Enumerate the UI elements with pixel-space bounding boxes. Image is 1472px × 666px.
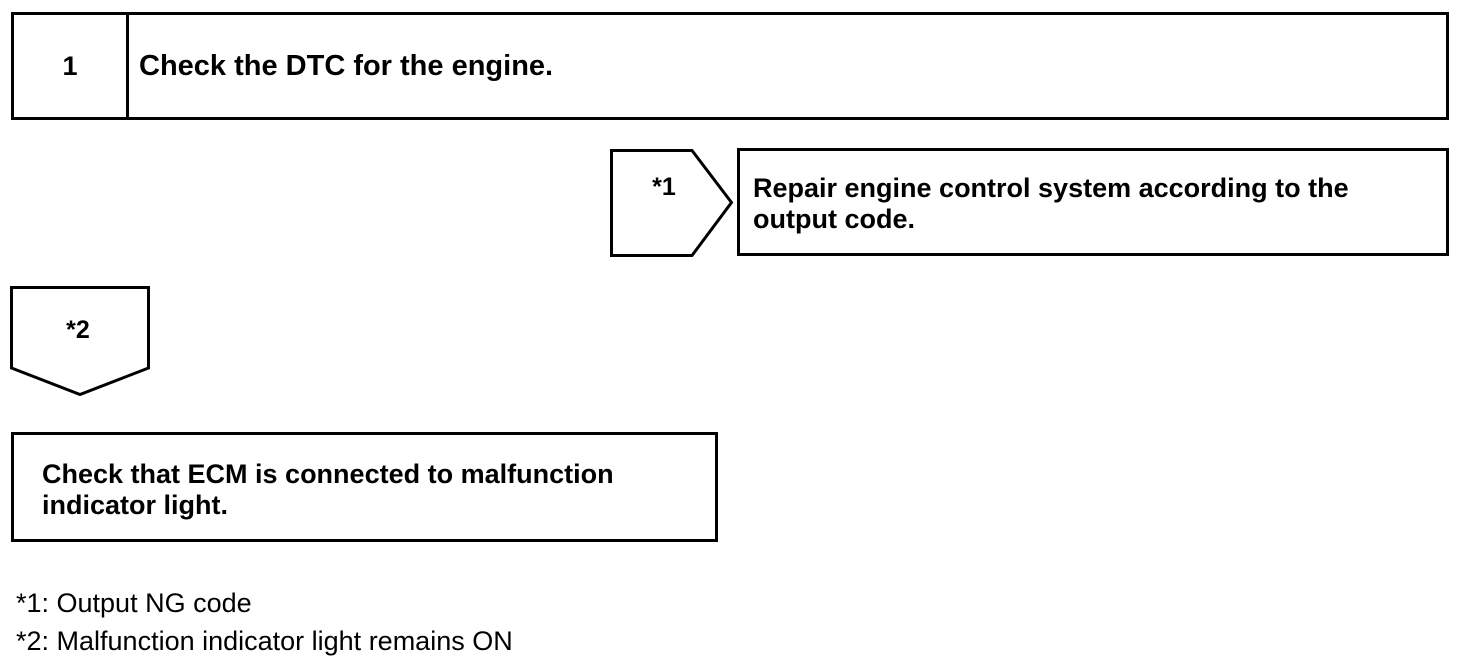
legend: *1: Output NG code *2: Malfunction indic… bbox=[16, 584, 513, 660]
branch-down-marker: *2 bbox=[66, 316, 90, 344]
legend-item: *2: Malfunction indicator light remains … bbox=[16, 626, 513, 656]
next-check-box: Check that ECM is connected to malfuncti… bbox=[11, 432, 718, 542]
branch-down-arrow: *2 bbox=[10, 286, 150, 397]
legend-item: *1: Output NG code bbox=[16, 588, 252, 618]
step-box: 1 Check the DTC for the engine. bbox=[11, 12, 1449, 120]
repair-action-box: Repair engine control system according t… bbox=[737, 148, 1449, 256]
branch-right-arrow: *1 bbox=[610, 149, 734, 257]
repair-action-text: Repair engine control system according t… bbox=[753, 173, 1349, 234]
next-check-text: Check that ECM is connected to malfuncti… bbox=[42, 459, 614, 520]
step-number: 1 bbox=[14, 15, 129, 117]
step-title: Check the DTC for the engine. bbox=[139, 49, 554, 82]
branch-right-marker: *1 bbox=[652, 173, 676, 201]
